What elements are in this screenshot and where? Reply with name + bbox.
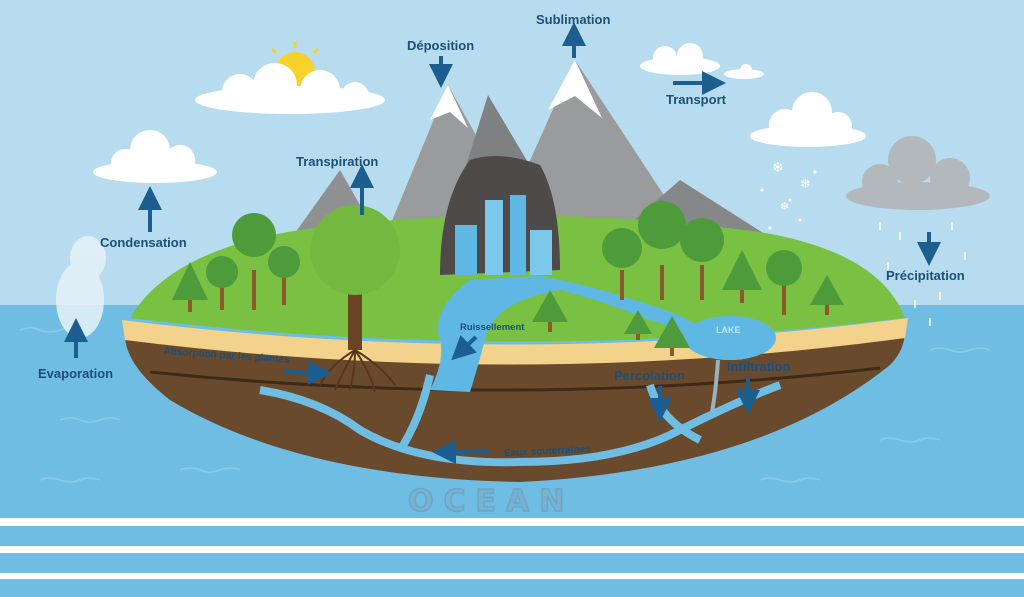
stripe-3 [0,573,1024,579]
stripe-2 [0,546,1024,553]
stripe-1 [0,518,1024,526]
rain-drops [879,222,966,326]
soil-layer-line [149,366,881,392]
cloud-top-left [195,63,385,114]
ocean-waves [19,327,991,483]
label-evaporation: Evaporation [38,366,114,381]
label-transport: Transport [666,92,726,107]
label-deposition: Déposition [407,38,475,53]
waterfall [440,156,560,275]
river [430,276,720,392]
label-precipitation: Précipitation [886,268,965,283]
label-percolation: Percolation [614,368,685,383]
infiltration-pipe [710,359,720,413]
label-transpiration: Transpiration [296,154,379,169]
lake [684,316,776,360]
cloud-rain [846,136,990,210]
label-condensation: Condensation [100,235,187,250]
label-ocean: OCEAN [407,483,575,520]
label-infiltration: Infiltration [727,359,791,374]
label-ruissellement: Ruissellement [460,322,525,333]
cloud-top-right [640,43,720,75]
snowflake-icons: ❄ ❄ ❄ [760,160,817,230]
svg-text:❄: ❄ [800,177,811,192]
svg-text:❄: ❄ [772,160,784,176]
cloud-left [93,130,217,183]
cloud-small-right [724,64,764,79]
label-lake: LAKE [716,325,741,335]
trees [172,201,844,393]
process-arrows [64,22,941,464]
arrow-absorption [283,360,332,385]
arrow-ruissellement [451,335,478,361]
cloud-snow [750,92,866,147]
label-sublimation: Sublimation [536,12,611,27]
svg-text:❄: ❄ [780,200,789,213]
